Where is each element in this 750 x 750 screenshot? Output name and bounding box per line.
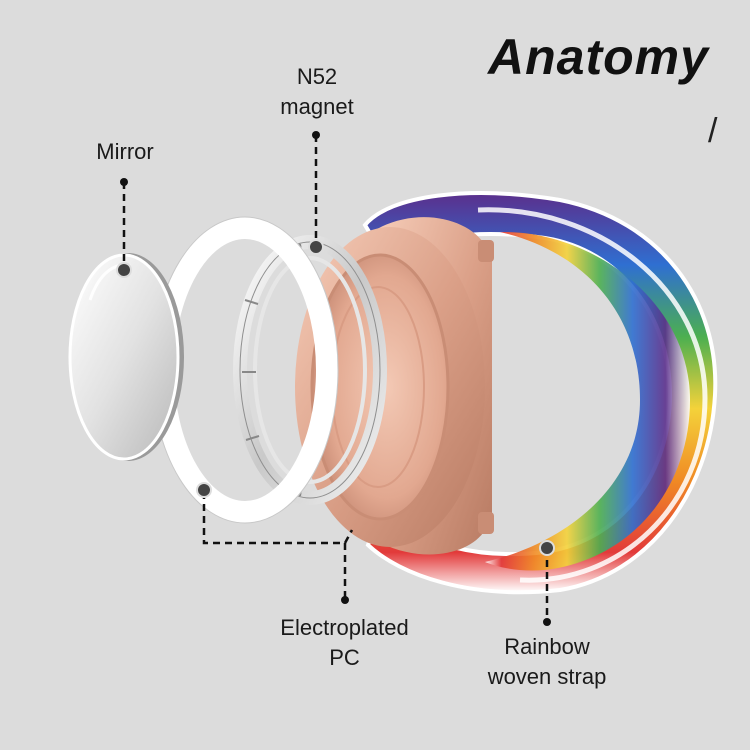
pc-label: Electroplated PC xyxy=(262,613,427,673)
pc-label-line1: Electroplated xyxy=(280,615,409,640)
pc-leader-branch xyxy=(343,529,354,544)
magnet-label: N52 magnet xyxy=(272,62,362,122)
pc-label-line2: PC xyxy=(329,645,360,670)
strap-label: Rainbow woven strap xyxy=(472,632,622,692)
mirror-disc xyxy=(68,253,184,461)
rose-gold-case xyxy=(295,217,494,555)
page-title: Anatomy xyxy=(488,29,709,85)
leader-lines xyxy=(122,135,549,620)
magnet-label-line1: N52 xyxy=(296,64,338,89)
strap-label-line1: Rainbow xyxy=(504,634,590,659)
strap-label-line2: woven strap xyxy=(487,664,607,689)
leader-dots xyxy=(116,131,555,626)
pc-leader xyxy=(202,492,347,597)
mirror-label: Mirror xyxy=(96,139,154,164)
title-slash-mark: / xyxy=(708,112,718,150)
magnet-label-line2: magnet xyxy=(280,94,354,119)
